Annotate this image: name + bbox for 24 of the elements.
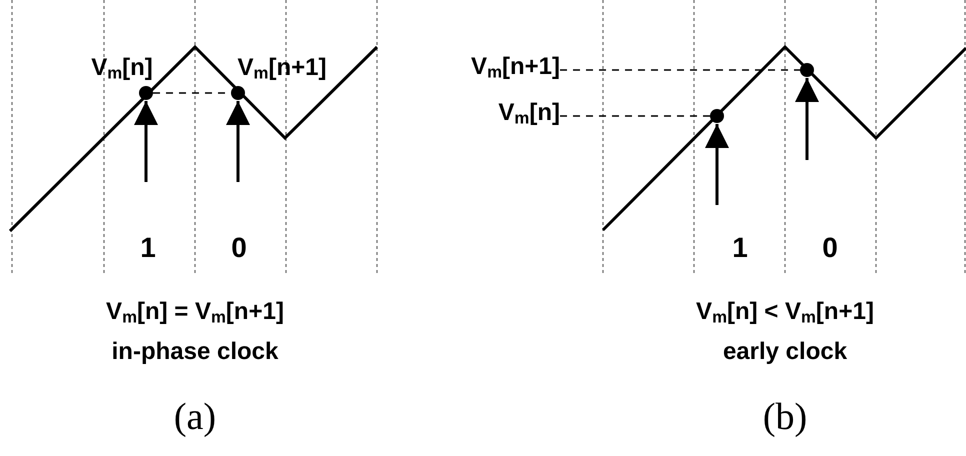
equation: V$_{m}$[n] < V$_{m}$[n+1] bbox=[696, 300, 874, 326]
caption: early clock bbox=[722, 340, 848, 364]
arrow bbox=[705, 124, 729, 205]
panel-label: (b) bbox=[762, 398, 808, 436]
caption: in-phase clock bbox=[112, 340, 278, 364]
bit-value: 0 bbox=[231, 234, 247, 262]
arrow bbox=[134, 101, 158, 182]
arrow bbox=[795, 78, 819, 160]
sample-point bbox=[139, 86, 153, 100]
sample-point bbox=[800, 63, 814, 77]
sample-point bbox=[231, 86, 245, 100]
bit-value: 1 bbox=[732, 234, 748, 262]
leader-line bbox=[560, 69, 800, 71]
arrow bbox=[226, 101, 250, 182]
leader-line bbox=[560, 115, 710, 117]
voltage-label: V$_{m}$[n+1] bbox=[440, 55, 560, 85]
bit-value: 1 bbox=[140, 234, 156, 262]
panel-label: (a) bbox=[174, 398, 216, 436]
sample-point bbox=[710, 109, 724, 123]
voltage-label: V$_{m}$[n+1] bbox=[238, 56, 326, 82]
equation: V$_{m}$[n] = V$_{m}$[n+1] bbox=[106, 300, 284, 326]
voltage-label: V$_{m}$[n] bbox=[91, 56, 153, 82]
voltage-label: V$_{m}$[n] bbox=[440, 101, 560, 131]
bit-value: 0 bbox=[822, 234, 838, 262]
